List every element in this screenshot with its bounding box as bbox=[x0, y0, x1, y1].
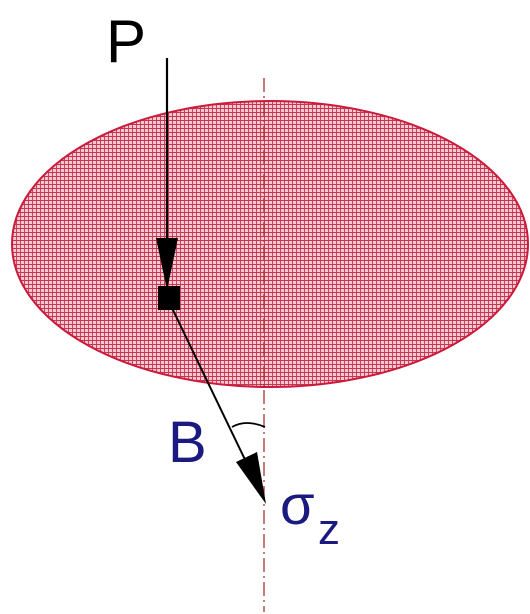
stress-label: σz bbox=[280, 473, 340, 554]
hatched-ellipse bbox=[11, 100, 529, 388]
stress-arrowhead bbox=[236, 452, 266, 504]
stress-symbol: σ bbox=[280, 473, 315, 536]
stress-arrow-shaft bbox=[171, 307, 251, 471]
angle-label: B bbox=[168, 410, 207, 475]
angle-arc bbox=[231, 422, 266, 428]
load-arrowhead bbox=[156, 238, 178, 290]
load-label: P bbox=[106, 8, 146, 75]
load-point-marker bbox=[158, 286, 180, 310]
stress-subscript: z bbox=[318, 505, 340, 554]
